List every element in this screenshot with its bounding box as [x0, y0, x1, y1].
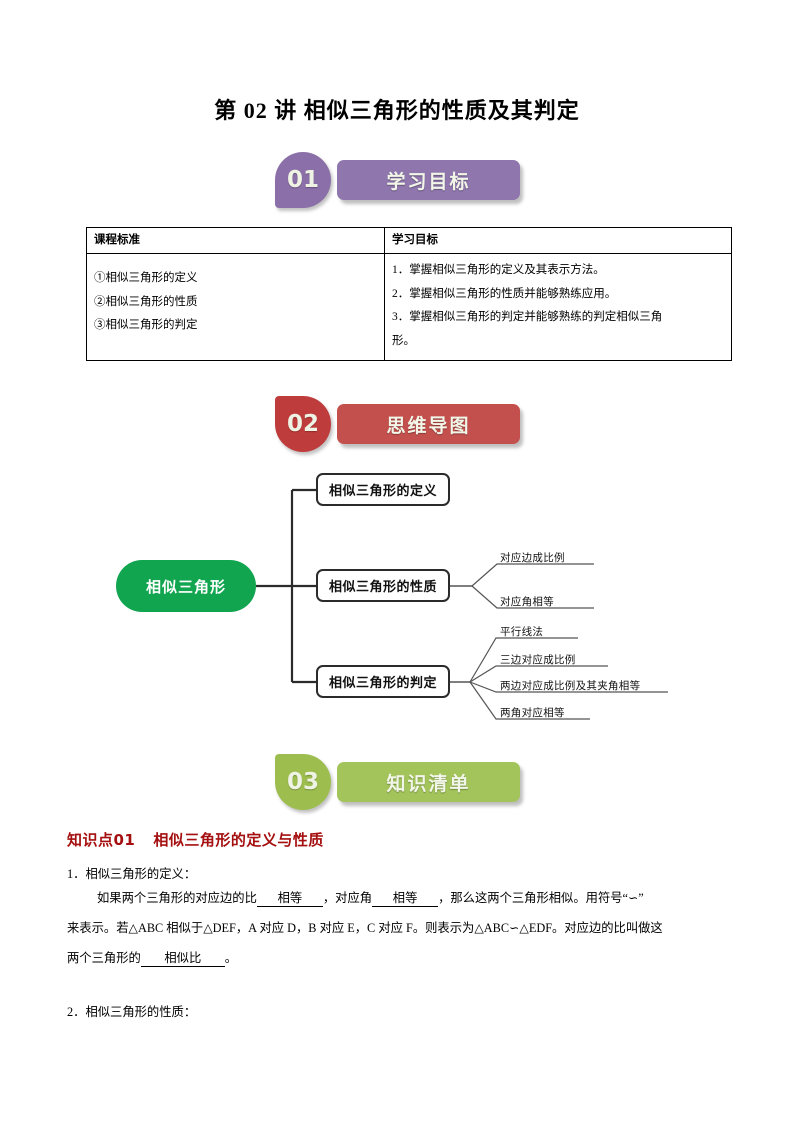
mindmap-connector-lines [256, 488, 668, 720]
mindmap-leaf-equal-angles: 对应角相等 [500, 596, 554, 608]
table-header-course-standard: 课程标准 [86, 226, 385, 255]
section-number-03: 03 [286, 769, 319, 795]
learning-objective-item: 3．掌握相似三角形的判定并能够熟练的判定相似三角 [392, 311, 663, 324]
section-label-02: 思维导图 [386, 414, 471, 437]
definition-paragraph-line-1: 如果两个三角形的对应边的比相等，对应角相等，那么这两个三角形相似。用符号“∽” [97, 891, 644, 907]
mindmap-leaf-three-sides-proportional: 三边对应成比例 [500, 654, 576, 666]
knowledge-point-number: 知识点01 [67, 831, 136, 849]
section-number-circle-02: 02 [275, 396, 331, 452]
mindmap-branch-definition: 相似三角形的定义 [316, 473, 450, 506]
knowledge-point-title: 相似三角形的定义与性质 [153, 831, 324, 849]
section-title-pill-01: 学习目标 [337, 160, 520, 200]
section-label-01: 学习目标 [386, 170, 471, 193]
definition-text-c: ，那么这两个三角形相似。用符号“∽” [438, 891, 644, 905]
mindmap-branch-label: 相似三角形的性质 [328, 580, 437, 595]
definition-blank-3: 相似比 [140, 951, 225, 967]
definition-text-e: 。 [224, 951, 238, 965]
learning-objective-item: 形。 [392, 334, 415, 347]
course-standard-item: ②相似三角形的性质 [94, 295, 198, 308]
table-body-row: ①相似三角形的定义 ②相似三角形的性质 ③相似三角形的判定 1．掌握相似三角形的… [86, 253, 732, 361]
mindmap-branch-label: 相似三角形的判定 [328, 676, 437, 691]
section-badge-01: 01 学习目标 [275, 152, 525, 208]
mindmap-branch-properties: 相似三角形的性质 [316, 569, 450, 602]
mindmap-root-node: 相似三角形 [116, 560, 256, 612]
mindmap-leaf-parallel-line-method: 平行线法 [500, 626, 544, 638]
learning-objective-item: 1．掌握相似三角形的定义及其表示方法。 [392, 264, 605, 277]
course-standard-item: ③相似三角形的判定 [94, 319, 198, 332]
mindmap-leaf-proportional-sides: 对应边成比例 [500, 552, 565, 564]
mindmap-leaf-two-angles-equal: 两角对应相等 [500, 707, 565, 719]
mindmap-root-label: 相似三角形 [145, 577, 226, 596]
section-badge-02: 02 思维导图 [275, 396, 525, 452]
section-number-02: 02 [286, 411, 319, 437]
definition-text-a: 如果两个三角形的对应边的比 [97, 891, 257, 905]
section-badge-03: 03 知识清单 [275, 754, 525, 810]
section-label-03: 知识清单 [386, 772, 471, 795]
table-cell-learning-objectives: 1．掌握相似三角形的定义及其表示方法。 2．掌握相似三角形的性质并能够熟练应用。… [384, 253, 732, 361]
table-header-row: 课程标准 学习目标 [86, 226, 732, 255]
section-number-circle-01: 01 [275, 152, 331, 208]
mindmap-branch-label: 相似三角形的定义 [328, 484, 437, 499]
definition-paragraph-line-2: 来表示。若△ABC 相似于△DEF，A 对应 D，B 对应 E，C 对应 F。则… [67, 921, 663, 935]
mindmap-branch-criteria: 相似三角形的判定 [316, 665, 450, 698]
knowledge-point-heading: 知识点01 相似三角形的定义与性质 [67, 829, 324, 850]
definition-heading: 1．相似三角形的定义： [67, 867, 197, 881]
definition-text-b: ，对应角 [322, 891, 373, 905]
learning-objective-item: 2．掌握相似三角形的性质并能够熟练应用。 [392, 287, 617, 300]
definition-paragraph-line-3: 两个三角形的相似比。 [67, 951, 237, 967]
page-title: 第 02 讲 相似三角形的性质及其判定 [214, 98, 580, 123]
section-title-pill-03: 知识清单 [337, 762, 520, 802]
definition-blank-2: 相等 [372, 891, 439, 907]
section-number-01: 01 [286, 167, 319, 193]
section-title-pill-02: 思维导图 [337, 404, 520, 444]
objectives-table: 课程标准 学习目标 ①相似三角形的定义 ②相似三角形的性质 ③相似三角形的判定 … [86, 226, 732, 361]
properties-heading: 2．相似三角形的性质： [67, 1005, 197, 1019]
section-number-circle-03: 03 [275, 754, 331, 810]
definition-blank-1: 相等 [256, 891, 323, 907]
table-cell-course-standard: ①相似三角形的定义 ②相似三角形的性质 ③相似三角形的判定 [86, 253, 385, 361]
mindmap-diagram: 相似三角形 相似三角形的定义 相似三角形的性质 相似三角形的判定 对应边成比例 … [60, 460, 740, 735]
cell-spacer [94, 259, 377, 267]
definition-text-d: 两个三角形的 [67, 951, 141, 965]
course-standard-item: ①相似三角形的定义 [94, 272, 198, 285]
mindmap-leaf-two-sides-and-included-angle: 两边对应成比例及其夹角相等 [500, 680, 641, 692]
table-header-learning-objectives: 学习目标 [384, 226, 732, 255]
